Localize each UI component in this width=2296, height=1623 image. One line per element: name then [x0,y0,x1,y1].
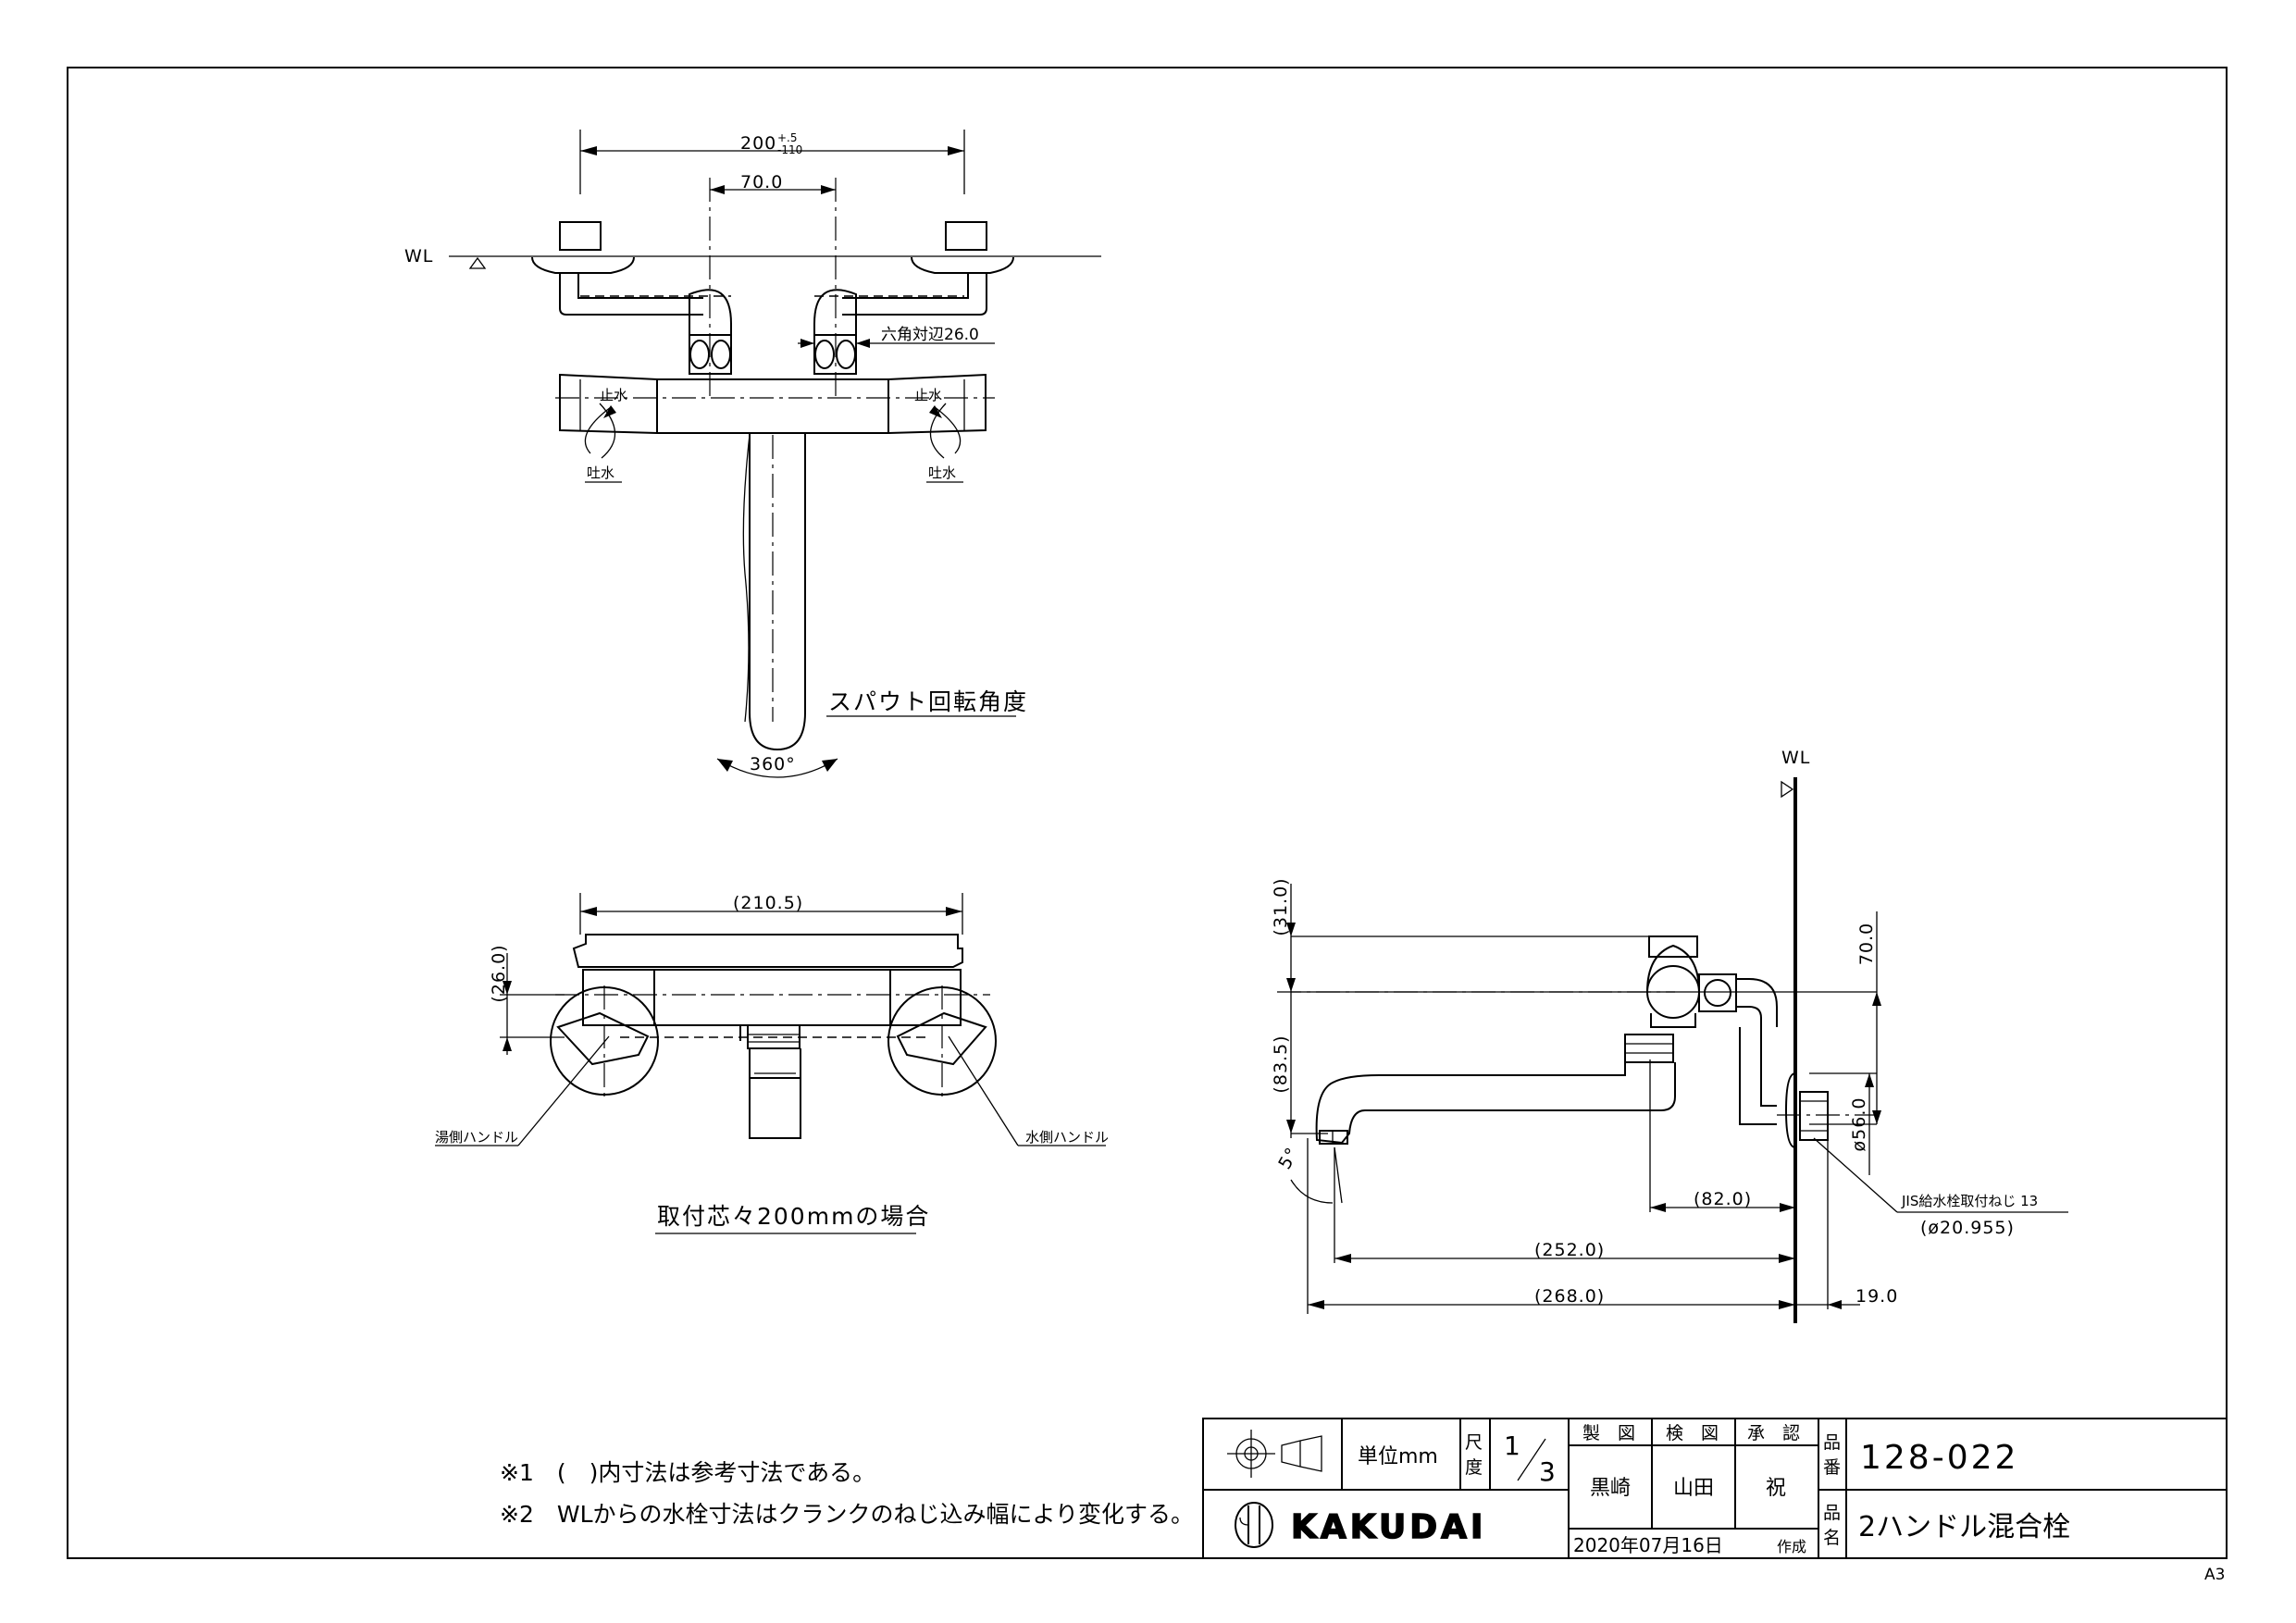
side-view: WL (31.0) (83.5) 70.0 ø56.0 [1271,748,2068,1323]
label-hot-handle: 湯側ハンドル [435,1129,518,1146]
paper-size: A3 [2204,1566,2225,1584]
label-stop-right: 止水 [914,387,942,403]
wl-label-side: WL [1781,748,1810,768]
dim-268: (268.0) [1534,1286,1605,1307]
product-name-label-2: 名 [1823,1528,1841,1548]
note-2: ※2 WLからの水栓寸法はクランクのねじ込み幅により変化する。 [500,1501,1194,1528]
label-stop-left: 止水 [600,387,627,403]
dim-19: 19.0 [1855,1286,1898,1307]
angle-5: 5° [1274,1144,1303,1172]
notes: ※1 ( )内寸法は参考寸法である。 ※2 WLからの水栓寸法はクランクのねじ込… [500,1459,1194,1528]
rotation-360: 360° [750,754,796,774]
dim-56: ø56.0 [1849,1097,1869,1152]
wl-label-top: WL [404,246,433,266]
date-suffix: 作成 [1777,1538,1806,1555]
dim-200-tol-plus: +.5 [777,131,798,144]
product-no-label-2: 番 [1823,1457,1841,1478]
dim-210-5: (210.5) [733,893,803,913]
checked-by: 山田 [1673,1477,1714,1500]
product-name-label-1: 品 [1823,1503,1841,1523]
brand-name: KAKUDAI [1291,1508,1486,1546]
note-1: ※1 ( )内寸法は参考寸法である。 [500,1459,875,1486]
front-view-caption: 取付芯々200mmの場合 [657,1203,930,1230]
drawn-by: 黒崎 [1590,1477,1631,1500]
scale-denominator: 3 [1539,1456,1556,1487]
label-spout-right: 吐水 [928,465,956,481]
thread-size: (ø20.955) [1920,1218,2015,1238]
projection-symbol-icon [1227,1430,1322,1478]
drawn-label: 製 図 [1582,1423,1635,1443]
dim-83-5: (83.5) [1271,1035,1291,1093]
label-spout-left: 吐水 [587,465,614,481]
checked-label: 検 図 [1666,1423,1719,1443]
dim-26: (26.0) [489,944,509,1002]
front-view: (210.5) (26.0) 湯側ハンドル [435,893,1109,1234]
dim-252: (252.0) [1534,1240,1605,1260]
product-no-label-1: 品 [1823,1432,1841,1453]
scale-numerator: 1 [1504,1431,1520,1461]
scale-label-1: 尺 [1465,1432,1483,1453]
product-name: 2ハンドル混合栓 [1858,1511,2070,1543]
top-view: 200 +.5 -110 70.0 WL [404,130,1101,778]
drawing-border [67,67,2228,1559]
approved-label: 承 認 [1747,1423,1800,1443]
dim-70: 70.0 [740,172,783,192]
dim-200: 200 [740,133,776,154]
dim-200-tol-minus: -110 [777,143,802,156]
hex-size-label: 六角対辺26.0 [881,326,979,344]
kakudai-logo-icon [1235,1502,1273,1548]
spout-rotation-title: スパウト回転角度 [828,688,1028,715]
dim-70-side: 70.0 [1856,923,1877,965]
dim-31: (31.0) [1271,877,1291,935]
thread-label: JIS給水栓取付ねじ 13 [1901,1193,2038,1209]
approved-by: 祝 [1766,1477,1786,1500]
label-cold-handle: 水側ハンドル [1025,1129,1109,1146]
product-number: 128-022 [1860,1439,2018,1477]
date: 2020年07月16日 [1573,1534,1723,1556]
dim-82: (82.0) [1694,1189,1752,1209]
unit-label: 単位mm [1358,1445,1438,1468]
scale-label-2: 度 [1465,1457,1483,1478]
title-block: 単位mm 尺 度 1 3 製 図 検 図 承 認 黒崎 山田 祝 品 番 128… [1202,1418,2228,1559]
